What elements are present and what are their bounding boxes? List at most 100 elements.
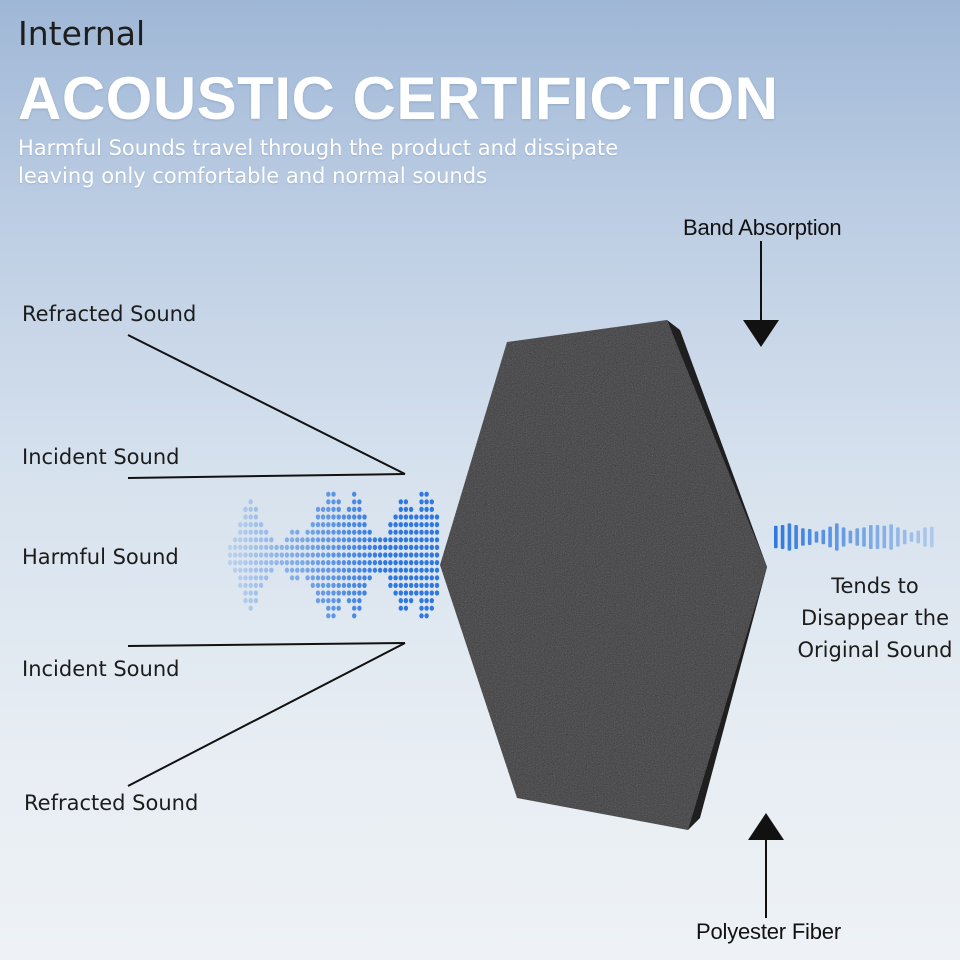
wave-dot — [336, 567, 341, 573]
wave-dot — [305, 560, 310, 566]
wave-dot — [362, 552, 367, 558]
wave-dot — [284, 567, 290, 573]
wave-dot — [388, 537, 393, 543]
wave-dot — [310, 537, 315, 543]
wave-dot — [326, 514, 331, 520]
wave-dot — [398, 590, 403, 596]
wave-dot — [352, 499, 357, 505]
wave-dot — [414, 575, 419, 581]
wave-dot — [357, 560, 362, 566]
wave-dot — [434, 537, 440, 543]
wave-dot — [419, 613, 424, 619]
wave-dot — [233, 537, 238, 543]
wave-dot — [393, 582, 398, 589]
wave-dot — [253, 598, 259, 604]
wave-dot — [331, 582, 336, 589]
wave-dot — [424, 552, 429, 558]
wave-dot — [408, 544, 414, 551]
wave-dot — [408, 582, 414, 589]
wave-dot — [414, 537, 419, 543]
wave-dot — [295, 575, 300, 581]
wave-dot — [398, 529, 403, 535]
wave-dot — [248, 575, 253, 581]
wave-dot — [398, 567, 403, 573]
wave-dot — [352, 506, 357, 512]
wave-dot — [357, 529, 362, 535]
wave-dot — [429, 529, 434, 535]
wave-dot — [341, 567, 347, 573]
wave-dot — [315, 582, 321, 589]
wave-dot — [248, 560, 253, 566]
wave-dot — [346, 552, 352, 558]
wave-column — [424, 491, 429, 619]
wave-dot — [372, 567, 378, 573]
wave-column — [383, 537, 388, 573]
wave-dot — [424, 560, 429, 566]
wave-dot — [233, 552, 238, 558]
wave-dot — [403, 582, 409, 589]
wave-dot — [243, 575, 248, 581]
wave-dot — [238, 560, 243, 566]
wave-dot — [393, 590, 398, 596]
wave-dot — [419, 537, 424, 543]
wave-dot — [429, 506, 434, 512]
wave-dot — [243, 598, 248, 604]
wave-dot — [279, 552, 284, 558]
wave-dot — [248, 544, 253, 551]
arrow-up-icon — [748, 813, 784, 840]
wave-column — [388, 522, 393, 589]
wave-dot — [388, 529, 393, 535]
wave-dot — [341, 529, 347, 535]
wave-dot — [300, 537, 305, 543]
wave-dot — [269, 560, 274, 566]
wave-dot — [310, 552, 315, 558]
label-harmful-sound: Harmful Sound — [22, 545, 179, 569]
wave-dot — [346, 575, 352, 581]
wave-dot — [248, 506, 253, 512]
wave-dot — [398, 552, 403, 558]
wave-column — [403, 499, 409, 611]
wave-dot — [243, 522, 248, 528]
wave-dot — [367, 575, 372, 581]
wave-dot — [393, 575, 398, 581]
wave-dot — [357, 575, 362, 581]
wave-dot — [352, 537, 357, 543]
wave-dot — [434, 560, 440, 566]
wave-dot — [326, 537, 331, 543]
wave-dot — [253, 552, 259, 558]
wave-dot — [253, 575, 259, 581]
wave-dot — [336, 506, 341, 512]
wave-dot — [372, 560, 378, 566]
wave-dot — [434, 514, 440, 520]
wave-dot — [377, 552, 383, 558]
leader-incident-bottom — [127, 642, 406, 647]
wave-dot — [357, 605, 362, 611]
wave-dot — [253, 544, 259, 551]
wave-dot — [434, 552, 440, 558]
wave-dot — [393, 529, 398, 535]
wave-bar — [774, 525, 778, 549]
wave-dot — [320, 544, 326, 551]
subtitle-line-2: leaving only comfortable and normal soun… — [18, 164, 488, 188]
wave-dot — [326, 567, 331, 573]
wave-dot — [289, 567, 295, 573]
wave-dot — [331, 613, 336, 619]
wave-bar — [862, 527, 866, 547]
wave-dot — [367, 529, 372, 535]
wave-dot — [377, 537, 383, 543]
wave-column — [377, 537, 383, 573]
wave-dot — [393, 544, 398, 551]
wave-dot — [346, 567, 352, 573]
wave-dot — [408, 529, 414, 535]
wave-dot — [377, 544, 383, 551]
wave-dot — [398, 560, 403, 566]
wave-dot — [320, 552, 326, 558]
wave-dot — [372, 544, 378, 551]
wave-dot — [357, 499, 362, 505]
wave-column — [310, 522, 315, 589]
wave-column — [393, 514, 398, 596]
wave-dot — [419, 506, 424, 512]
wave-dot — [295, 552, 300, 558]
wave-dot — [320, 582, 326, 589]
wave-dot — [424, 582, 429, 589]
